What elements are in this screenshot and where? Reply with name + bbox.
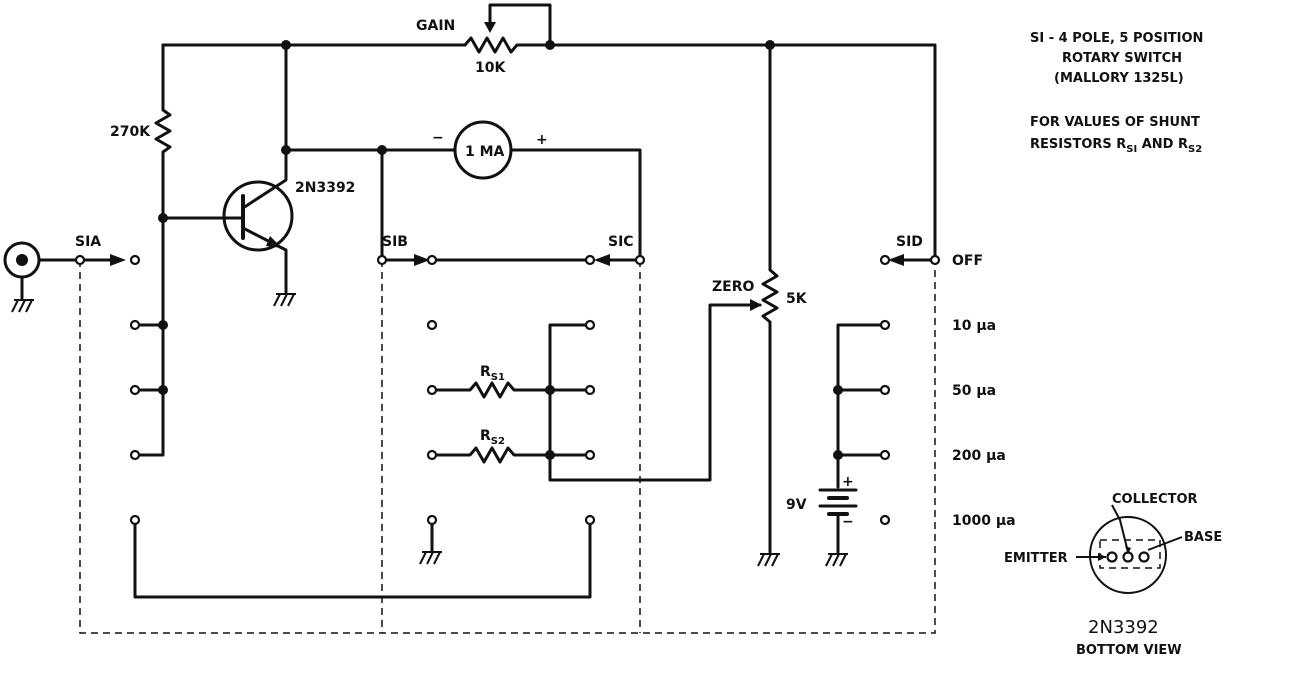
s1b-label: SIB bbox=[382, 234, 408, 250]
position-label-off: OFF bbox=[952, 253, 983, 269]
note-shunt-prefix: RESISTORS R bbox=[1030, 137, 1126, 152]
switch-s1b-s1c: SIB SIC RS1 RS2 bbox=[380, 234, 762, 565]
pinout-view-label: BOTTOM VIEW bbox=[1076, 643, 1182, 658]
base-resistor-label: 270K bbox=[110, 124, 151, 140]
rs2-label-main: R bbox=[480, 428, 491, 444]
rs2-label-sub: S2 bbox=[491, 436, 505, 447]
switch-gang-linkage bbox=[79, 260, 936, 634]
rs1-label: RS1 bbox=[480, 364, 505, 383]
battery-label: 9V bbox=[786, 497, 807, 513]
rs1-label-sub: S1 bbox=[491, 372, 505, 383]
s1d-label: SID bbox=[896, 234, 923, 250]
zero-label: ZERO bbox=[712, 279, 754, 295]
note-switch-line1: SI - 4 POLE, 5 POSITION bbox=[1030, 31, 1203, 46]
rs1-label-main: R bbox=[480, 364, 491, 380]
transistor-pinout: EMITTER COLLECTOR BASE 2N3392 BOTTOM VIE… bbox=[1004, 492, 1222, 658]
gain-label: GAIN bbox=[416, 18, 455, 34]
gain-value-label: 10K bbox=[475, 60, 506, 76]
gain-potentiometer: GAIN 10K bbox=[416, 3, 552, 76]
pinout-emitter-label: EMITTER bbox=[1004, 551, 1068, 566]
notes: SI - 4 POLE, 5 POSITION ROTARY SWITCH (M… bbox=[1030, 31, 1203, 155]
position-label-50ua: 50 µa bbox=[952, 383, 996, 399]
input-jack bbox=[3, 241, 82, 313]
note-shunt-line1: FOR VALUES OF SHUNT bbox=[1030, 115, 1200, 130]
meter-1ma: 1 MA − + bbox=[380, 120, 642, 257]
pinout-base-label: BASE bbox=[1184, 530, 1222, 545]
meter-plus: + bbox=[536, 132, 548, 148]
position-label-200ua: 200 µa bbox=[952, 448, 1006, 464]
rs2-label: RS2 bbox=[480, 428, 505, 447]
s1c-label: SIC bbox=[608, 234, 634, 250]
junction-dots bbox=[158, 40, 843, 460]
transistor-2n3392: 2N3392 bbox=[161, 148, 355, 294]
switch-terminals bbox=[74, 254, 941, 526]
note-switch-line3: (MALLORY 1325L) bbox=[1054, 71, 1184, 86]
base-resistor-270k: 270K bbox=[110, 43, 172, 220]
battery-minus: − bbox=[842, 514, 854, 530]
pinout-collector-label: COLLECTOR bbox=[1112, 492, 1198, 507]
battery-plus: + bbox=[842, 474, 854, 490]
note-shunt-sub2: S2 bbox=[1188, 144, 1202, 155]
emitter-ground bbox=[273, 293, 296, 307]
transistor-label: 2N3392 bbox=[295, 180, 355, 196]
note-switch-line2: ROTARY SWITCH bbox=[1062, 51, 1182, 66]
note-shunt-and: AND R bbox=[1137, 137, 1188, 152]
top-rail bbox=[161, 43, 937, 257]
note-shunt-line2: RESISTORS RSI AND RS2 bbox=[1030, 137, 1202, 155]
zero-potentiometer: ZERO 5K bbox=[712, 43, 808, 567]
switch-s1a: SIA bbox=[75, 216, 592, 599]
position-label-1000ua: 1000 µa bbox=[952, 513, 1016, 529]
switch-s1d: SID bbox=[836, 234, 937, 457]
s1a-label: SIA bbox=[75, 234, 101, 250]
collector-wire bbox=[284, 43, 457, 152]
switch-position-labels: OFF 10 µa 50 µa 200 µa 1000 µa bbox=[952, 253, 1016, 529]
position-label-10ua: 10 µa bbox=[952, 318, 996, 334]
zero-value-label: 5K bbox=[786, 291, 808, 307]
pinout-part-label: 2N3392 bbox=[1088, 617, 1159, 638]
note-shunt-sub1: SI bbox=[1126, 144, 1137, 155]
battery-9v: 9V + − bbox=[786, 453, 858, 567]
meter-label: 1 MA bbox=[465, 144, 505, 160]
meter-minus: − bbox=[432, 130, 444, 146]
